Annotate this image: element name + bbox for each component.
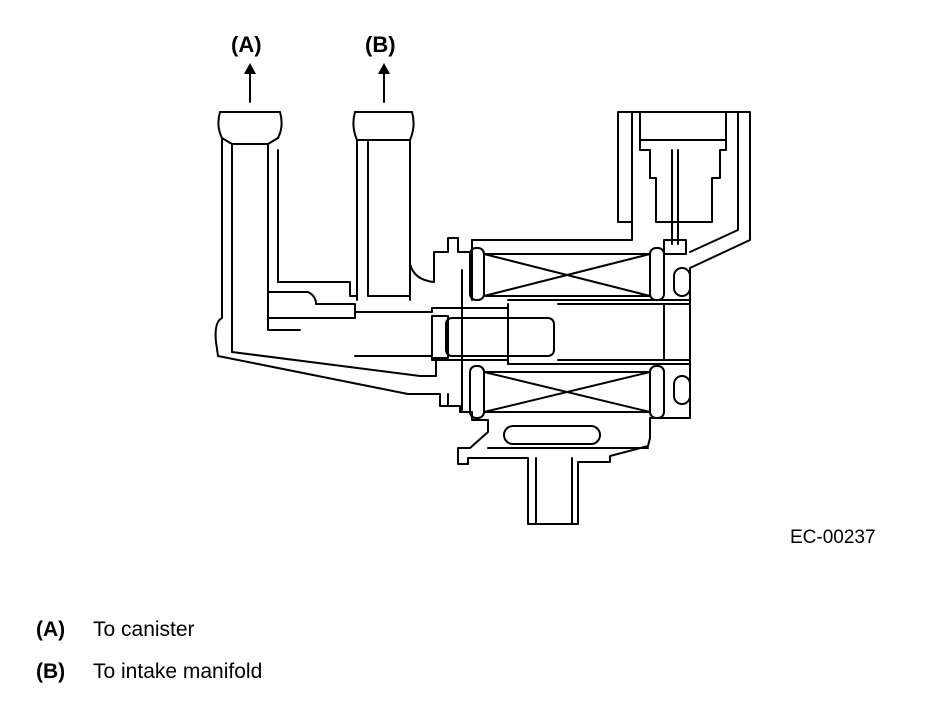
pipe-a xyxy=(214,111,441,395)
plunger xyxy=(431,303,555,365)
valve-body xyxy=(267,111,751,525)
legend-key: (A) xyxy=(36,618,66,641)
callout-label-b: (B) xyxy=(365,32,396,57)
bottom-port xyxy=(487,425,649,525)
legend-text: To canister xyxy=(93,618,195,641)
solenoid-valve-diagram: (A) (B) EC-00237 xyxy=(214,32,876,548)
legend-text: To intake manifold xyxy=(93,660,263,683)
valve-passage xyxy=(231,307,509,377)
arrow-b-icon xyxy=(378,63,390,103)
pipe-b xyxy=(352,111,415,301)
armature-sleeve xyxy=(507,267,691,405)
figure-code: EC-00237 xyxy=(790,527,876,548)
valve-cross-section-drawing xyxy=(214,63,751,525)
connector-housing xyxy=(631,111,739,255)
legend-key: (B) xyxy=(36,660,66,683)
callout-label-a: (A) xyxy=(231,32,262,57)
arrow-a-icon xyxy=(244,63,256,103)
upper-coil xyxy=(461,239,665,411)
lower-coil xyxy=(469,365,665,419)
